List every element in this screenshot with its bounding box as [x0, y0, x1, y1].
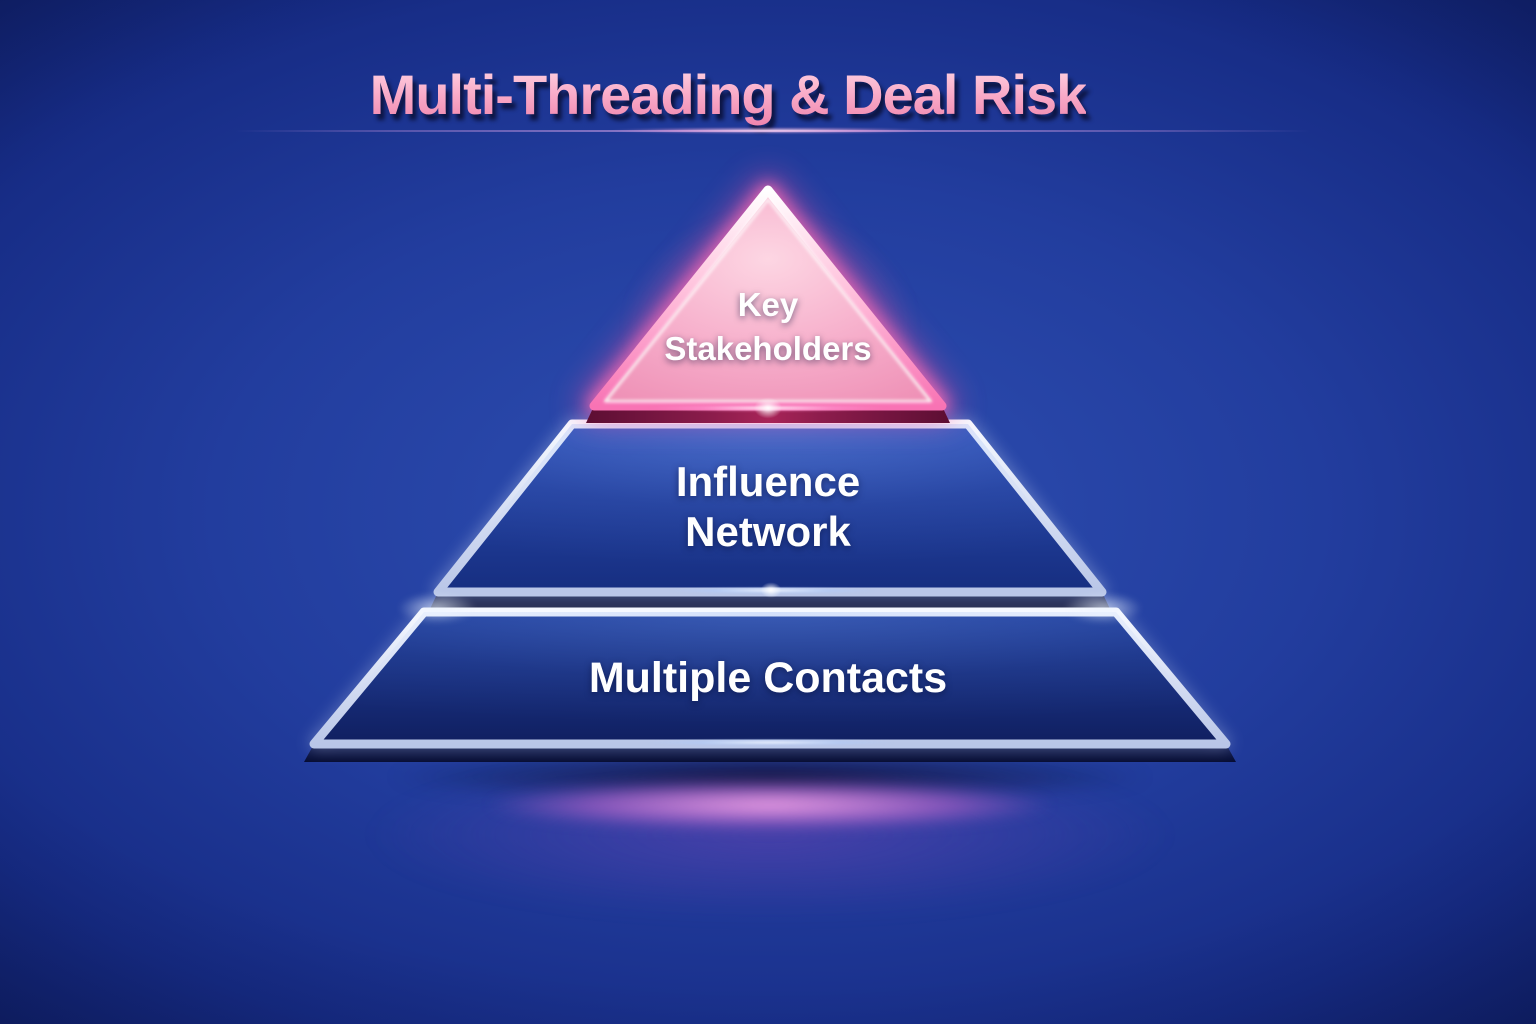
tier-label-line: Multiple Contacts [588, 654, 948, 702]
tier-label-line: Stakeholders [664, 330, 872, 367]
tier-label-line: Network [685, 508, 851, 555]
tier-label-multiple-contacts: Multiple Contacts [468, 654, 1068, 702]
tier-label-line: Influence [675, 458, 861, 505]
tier-label-influence-network: Influence Network [568, 457, 968, 557]
tier-label-key-stakeholders: Key Stakeholders [593, 283, 943, 371]
tier-label-line: Key [737, 286, 799, 323]
